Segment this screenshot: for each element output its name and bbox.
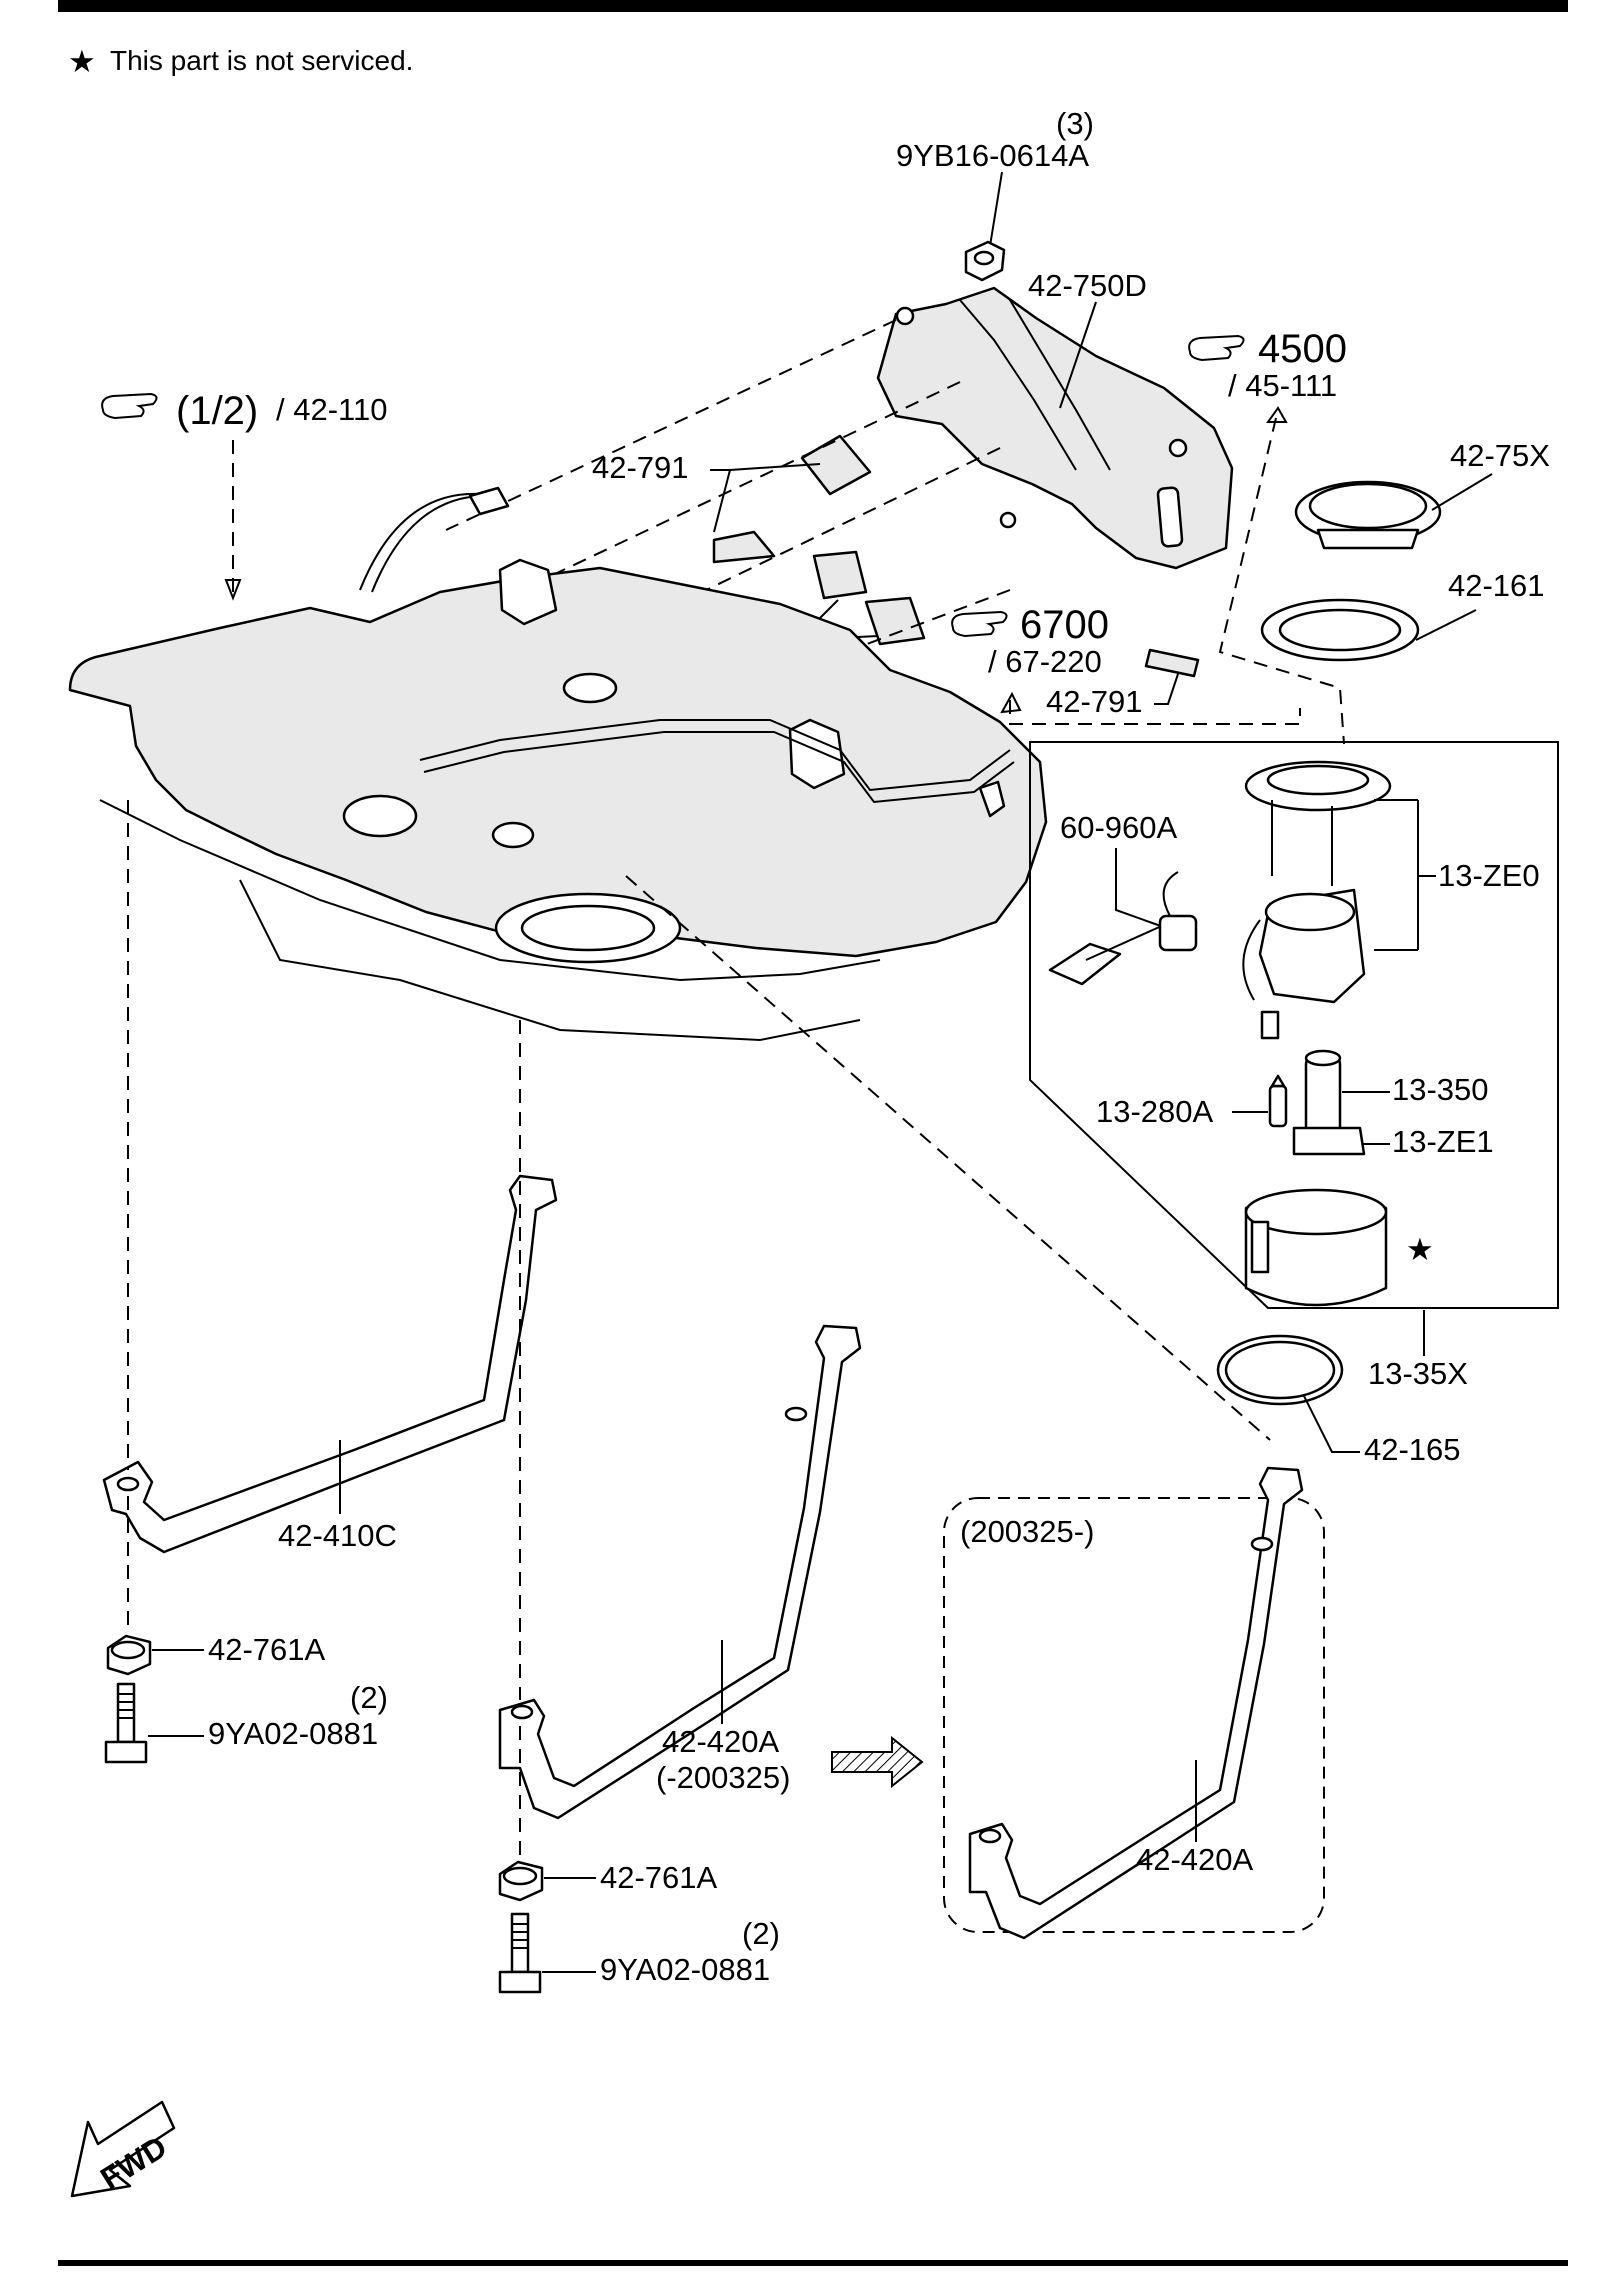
- note-text: This part is not serviced.: [110, 45, 413, 76]
- label-gasket-ring[interactable]: 42-161: [1448, 568, 1545, 603]
- label-o-ring[interactable]: 42-165: [1364, 1432, 1461, 1467]
- label-pad-1[interactable]: 42-791: [592, 450, 689, 485]
- strap-rear-new-part[interactable]: [968, 1466, 1304, 1940]
- label-lock-ring[interactable]: 42-75X: [1450, 438, 1550, 473]
- bolt-a-part[interactable]: [104, 1682, 148, 1764]
- label-nut-a[interactable]: 42-761A: [208, 1632, 326, 1667]
- strap-rear-part[interactable]: [498, 1324, 862, 1820]
- label-strap-rear[interactable]: 42-420A: [662, 1724, 780, 1759]
- label-assy[interactable]: 13-35X: [1368, 1356, 1468, 1391]
- pointing-hand-icon: [1188, 334, 1245, 362]
- label-qty3: (3): [1056, 106, 1094, 141]
- top-rule: [58, 0, 1568, 12]
- ref-main-part[interactable]: / 42-110: [276, 392, 387, 427]
- bolt-b-part[interactable]: [498, 1912, 542, 1994]
- label-bolt-a[interactable]: 9YA02-0881: [208, 1716, 378, 1751]
- o-ring-part[interactable]: [1216, 1334, 1344, 1406]
- label-heat-shield[interactable]: 42-750D: [1028, 268, 1147, 303]
- fuel-sender-part[interactable]: [1048, 871, 1198, 986]
- fuel-pump-part[interactable]: [1304, 1049, 1342, 1138]
- gasket-ring-part[interactable]: [1260, 598, 1420, 662]
- variant-box: [943, 1497, 1325, 1933]
- label-pump[interactable]: 13-350: [1392, 1072, 1489, 1107]
- pointing-hand-icon: [101, 392, 158, 420]
- nut-a-part[interactable]: [106, 1634, 152, 1676]
- label-strap-rear-new[interactable]: 42-420A: [1136, 1842, 1254, 1877]
- label-nut-9yb16[interactable]: 9YB16-0614A: [896, 138, 1089, 173]
- reservoir-cup-part[interactable]: [1244, 1188, 1388, 1307]
- label-variant-range: (200325-): [960, 1514, 1094, 1549]
- lock-ring-part[interactable]: [1294, 480, 1442, 550]
- label-qty2-a: (2): [350, 1680, 388, 1715]
- label-strap-rear-range: (-200325): [656, 1760, 790, 1795]
- label-regulator[interactable]: 13-280A: [1096, 1094, 1214, 1129]
- strap-front-part[interactable]: [102, 1174, 558, 1554]
- label-bolt-b[interactable]: 9YA02-0881: [600, 1952, 770, 1987]
- label-nut-b[interactable]: 42-761A: [600, 1860, 718, 1895]
- pump-module-part[interactable]: [1242, 760, 1392, 1040]
- note-star-icon: ★: [68, 44, 96, 79]
- nut-9yb16-part[interactable]: [964, 240, 1006, 282]
- nut-b-part[interactable]: [498, 1860, 544, 1902]
- ref-6700-part[interactable]: / 67-220: [988, 644, 1102, 679]
- ref-4500-num[interactable]: 4500: [1258, 327, 1347, 371]
- label-pad-3[interactable]: 42-791: [1046, 684, 1143, 719]
- label-sender[interactable]: 60-960A: [1060, 810, 1178, 845]
- fuel-tank-part[interactable]: [68, 486, 1048, 1042]
- fwd-arrow-icon: FWD: [70, 2100, 176, 2198]
- label-qty2-b: (2): [742, 1916, 780, 1951]
- pressure-regulator-part[interactable]: [1268, 1074, 1288, 1128]
- label-strap-front[interactable]: 42-410C: [278, 1518, 397, 1553]
- bottom-rule: [58, 2260, 1568, 2266]
- ref-6700-num[interactable]: 6700: [1020, 603, 1109, 647]
- ref-main-num[interactable]: (1/2): [176, 389, 258, 433]
- heat-shield-part[interactable]: [876, 286, 1234, 570]
- label-pump-module[interactable]: 13-ZE0: [1438, 858, 1540, 893]
- pump-assembly-frame: [1029, 741, 1559, 1309]
- pointing-hand-icon: [951, 610, 1008, 638]
- label-pump-bracket[interactable]: 13-ZE1: [1392, 1124, 1494, 1159]
- ref-4500-part[interactable]: / 45-111: [1228, 368, 1337, 403]
- pump-bracket-part[interactable]: [1292, 1126, 1366, 1156]
- hatched-arrow-icon: [831, 1735, 924, 1789]
- star-icon: ★: [1406, 1232, 1434, 1267]
